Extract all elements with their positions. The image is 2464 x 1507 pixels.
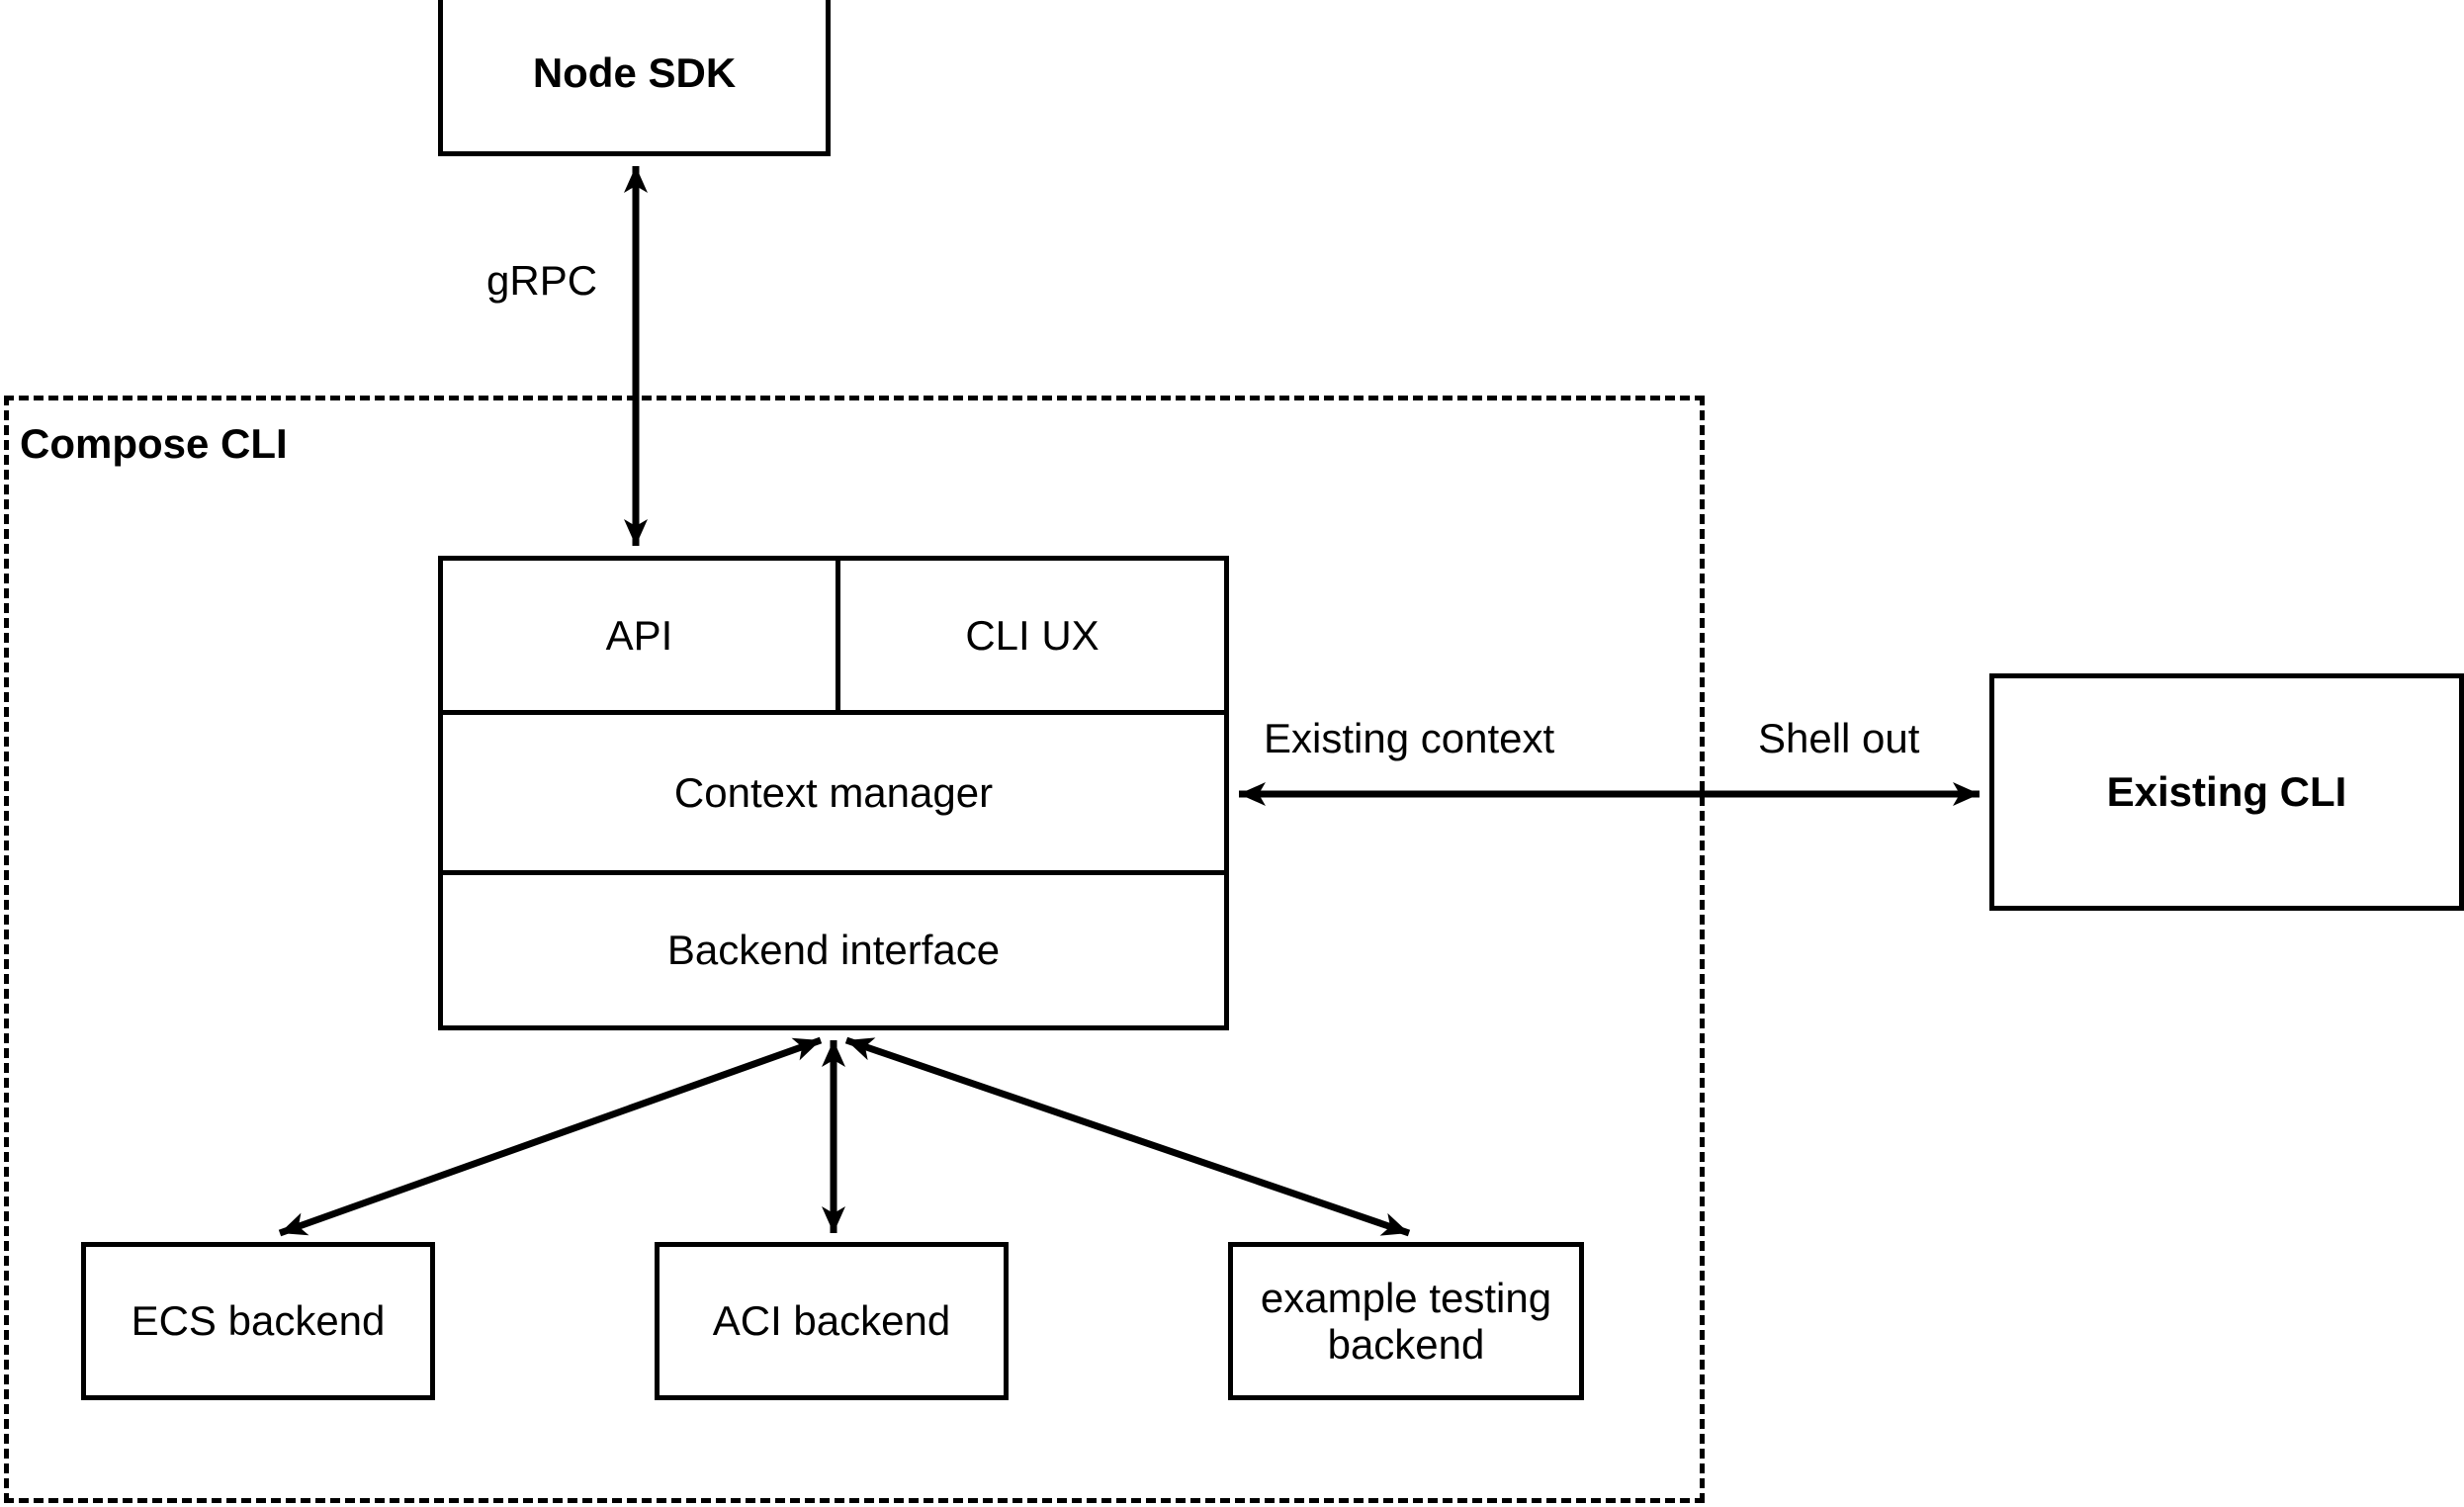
example-testing-backend-box[interactable]: example testing backend [1228,1242,1584,1400]
example-testing-backend-label-line1: example testing [1260,1274,1552,1321]
context-manager-label: Context manager [673,768,994,816]
cli-ux-label: CLI UX [965,611,1100,659]
stack-divider-context-backend [438,870,1229,875]
ecs-backend-box[interactable]: ECS backend [81,1242,435,1400]
api-cell[interactable]: API [443,561,836,710]
cli-ux-cell[interactable]: CLI UX [840,561,1224,710]
backend-interface-cell[interactable]: Backend interface [443,875,1224,1025]
compose-cli-group-border [4,396,1705,1503]
existing-cli-box[interactable]: Existing CLI [1989,673,2464,911]
api-label: API [605,611,673,659]
stack-divider-api-cliux [836,556,840,712]
shell-out-edge-label: Shell out [1758,715,1920,761]
aci-backend-label: ACI backend [712,1297,951,1345]
aci-backend-box[interactable]: ACI backend [655,1242,1009,1400]
ecs-backend-label: ECS backend [131,1297,386,1345]
node-sdk-label: Node SDK [532,49,737,97]
context-manager-cell[interactable]: Context manager [443,715,1224,870]
compose-cli-group-label: Compose CLI [20,420,288,467]
stack-divider-api-context [438,710,1229,715]
existing-cli-label: Existing CLI [2106,768,2347,816]
node-sdk-box[interactable]: Node SDK [438,0,831,156]
grpc-edge-label: gRPC [486,257,598,304]
existing-context-edge-label: Existing context [1264,715,1555,761]
example-testing-backend-label-line2: backend [1327,1321,1485,1368]
compose-cli-stack-box [438,556,1229,1030]
backend-interface-label: Backend interface [666,927,1001,973]
